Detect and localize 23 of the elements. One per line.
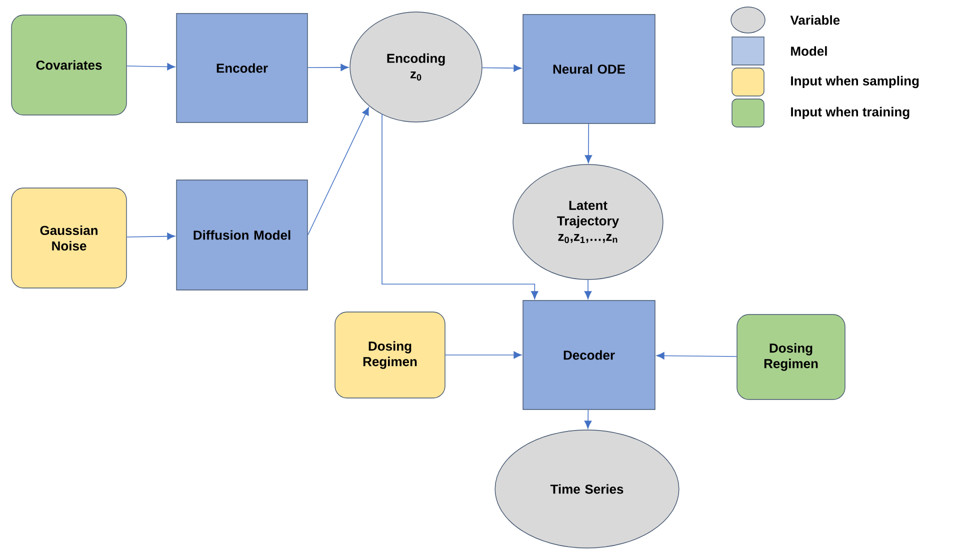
legend-label: Variable xyxy=(790,15,840,25)
input-box: Gaussian Noise xyxy=(11,188,127,288)
legend-label: Input when training xyxy=(791,106,910,120)
model-box: Encoder xyxy=(176,13,308,123)
input-box: Covariates xyxy=(11,14,127,116)
arrow xyxy=(126,232,176,240)
arrow xyxy=(584,279,592,300)
arrow xyxy=(584,123,592,164)
arrow xyxy=(656,352,738,360)
model-box: Neural ODE xyxy=(522,14,656,124)
arrow xyxy=(307,107,370,236)
input-box: Dosing Regimen xyxy=(334,312,446,398)
legend-label: Input when sampling xyxy=(791,76,919,88)
model-box: Diffusion Model xyxy=(176,180,308,290)
model-box: Decoder xyxy=(522,300,656,410)
arrow xyxy=(482,64,522,72)
input-box: Dosing Regimen xyxy=(736,314,846,400)
arrow xyxy=(444,351,522,359)
arrow xyxy=(382,114,538,300)
arrow xyxy=(307,64,349,72)
legend-label: Model xyxy=(791,46,827,56)
arrow xyxy=(126,63,176,70)
arrow xyxy=(584,409,592,429)
